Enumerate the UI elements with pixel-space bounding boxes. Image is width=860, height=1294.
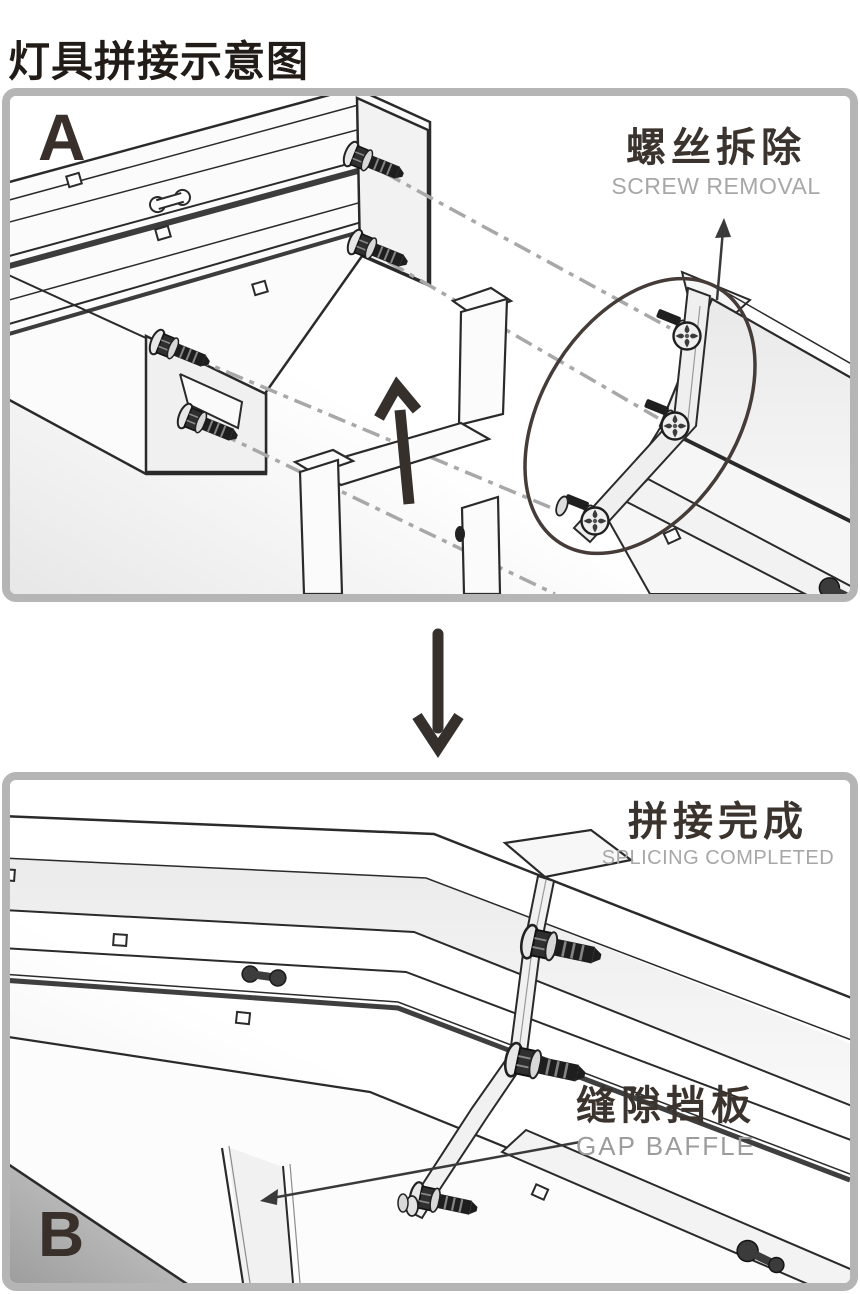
keyhole-slot-dark-right	[736, 1239, 785, 1274]
gap-baffle-label-en: GAP BAFFLE	[576, 1131, 756, 1161]
mounting-holes	[10, 867, 785, 1274]
floor-shadow	[10, 1163, 188, 1283]
gap-baffle-label-zh: 缝隙挡板	[576, 1084, 756, 1128]
panel-a	[2, 88, 858, 602]
panel-a-letter: A	[38, 100, 86, 174]
gap-baffle-strip	[397, 828, 634, 1225]
panel-a-illustration	[10, 96, 850, 594]
page-title: 灯具拼接示意图	[8, 38, 310, 86]
panel-b-letter: B	[38, 1198, 85, 1270]
callout-arrow-b	[260, 1140, 581, 1205]
splicing-completed-label-zh: 拼接完成	[628, 800, 808, 844]
splicing-completed-label-en: SPLICING COMPLETED	[601, 847, 835, 869]
bracket-screw-stub	[455, 526, 465, 542]
up-arrow-icon	[374, 376, 422, 505]
callout-arrow-a	[715, 218, 731, 301]
screws-to-remove	[555, 307, 702, 536]
gap-baffle-callout: 缝隙挡板 GAP BAFFLE	[550, 1084, 782, 1162]
keyhole-slot-partial	[818, 577, 850, 594]
splice-seam	[220, 1145, 301, 1283]
screw-removal-label-zh: 螺丝拆除	[626, 126, 806, 170]
panel-b-illustration	[10, 780, 850, 1283]
keyhole-slot-dark	[241, 965, 287, 987]
screw-removal-label-en: SCREW REMOVAL	[611, 173, 821, 199]
mounting-square-holes	[64, 171, 270, 297]
screw-highlight-ellipse	[523, 276, 757, 556]
floor-slot	[500, 1128, 850, 1283]
joined-fixture-body	[10, 815, 850, 1283]
screw-removal-callout: 螺丝拆除 SCREW REMOVAL	[598, 126, 834, 200]
splice-top-tab	[502, 828, 634, 879]
down-arrow-icon	[412, 628, 464, 759]
splicing-completed-callout: 拼接完成 SPLICING COMPLETED	[598, 800, 838, 870]
keyhole-slot	[149, 188, 191, 214]
panel-b	[2, 772, 858, 1291]
